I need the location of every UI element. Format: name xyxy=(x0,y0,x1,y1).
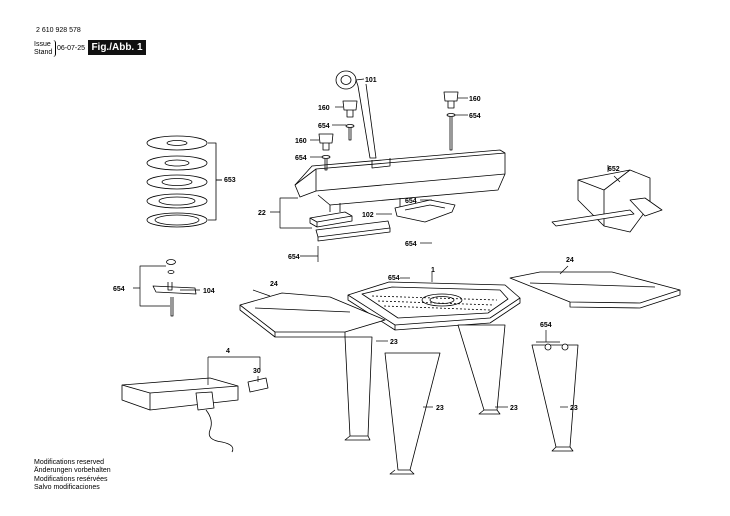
switch-box-4 xyxy=(121,377,239,453)
callout-160-right: 160 xyxy=(469,96,481,103)
callout-30: 30 xyxy=(253,368,261,375)
callout-654-leg: 654 xyxy=(540,322,552,329)
hold-down-104 xyxy=(152,259,197,317)
fence-slide-102 xyxy=(394,199,456,223)
leg-23-a xyxy=(344,336,373,441)
callout-654-right: 654 xyxy=(469,113,481,120)
callout-654-left-top: 654 xyxy=(318,123,330,130)
callout-23-b: 23 xyxy=(436,405,444,412)
leg-23-c xyxy=(457,324,506,415)
callout-652: 652 xyxy=(608,166,620,173)
note-german: Änderungen vorbehalten xyxy=(34,467,111,475)
modifications-notice: Modifications reserved Änderungen vorbeh… xyxy=(34,459,111,492)
callout-22: 22 xyxy=(258,210,266,217)
leader-lines xyxy=(133,78,621,408)
callout-654-holddown: 654 xyxy=(113,286,125,293)
knob-160-right xyxy=(443,91,459,151)
issue-date: 06-07-25 xyxy=(57,45,86,52)
callout-160-left-bottom: 160 xyxy=(295,138,307,145)
callout-4: 4 xyxy=(226,348,230,355)
miter-gauge-652 xyxy=(551,165,663,233)
table-top-1 xyxy=(347,281,521,331)
note-spanish: Salvo modificaciones xyxy=(34,483,100,491)
extension-24-right xyxy=(509,271,681,309)
dust-adapter-101 xyxy=(335,70,377,159)
issue-label: Issue xyxy=(34,41,51,48)
callout-653: 653 xyxy=(224,177,236,184)
part-number: 2 610 928 578 xyxy=(36,27,81,34)
note-english: Modifications reserved xyxy=(34,459,105,466)
issue-brace xyxy=(52,40,56,57)
insert-rings-653 xyxy=(146,135,222,228)
callout-160-left-top: 160 xyxy=(318,105,330,112)
callout-24-right: 24 xyxy=(566,257,574,264)
callout-labels: 101 160 654 160 654 160 654 653 652 22 1… xyxy=(113,77,620,412)
callout-1: 1 xyxy=(431,267,435,274)
fence-assembly xyxy=(294,149,506,212)
clamp-30 xyxy=(247,377,269,393)
callout-23-c: 23 xyxy=(510,405,518,412)
stand-label: Stand xyxy=(34,49,53,56)
callout-654-fence-lower: 654 xyxy=(405,241,417,248)
note-french: Modifications resérvées xyxy=(34,475,108,483)
callout-23-a: 23 xyxy=(390,339,398,346)
callout-23-d: 23 xyxy=(570,405,578,412)
figure-label: Fig./Abb. 1 xyxy=(88,40,146,55)
callout-654-clamp: 654 xyxy=(288,254,300,261)
leg-23-b xyxy=(384,352,441,475)
callout-102: 102 xyxy=(362,212,374,219)
callout-654-table: 654 xyxy=(388,275,400,282)
fence-clamp-parts-22 xyxy=(309,211,391,242)
callout-101: 101 xyxy=(365,77,377,84)
callout-104: 104 xyxy=(203,288,215,295)
callout-24-left: 24 xyxy=(270,281,278,288)
callout-654-left-bottom: 654 xyxy=(295,155,307,162)
knob-160-left-top xyxy=(342,100,358,141)
callout-654-fence: 654 xyxy=(405,198,417,205)
leg-23-d xyxy=(531,343,579,452)
